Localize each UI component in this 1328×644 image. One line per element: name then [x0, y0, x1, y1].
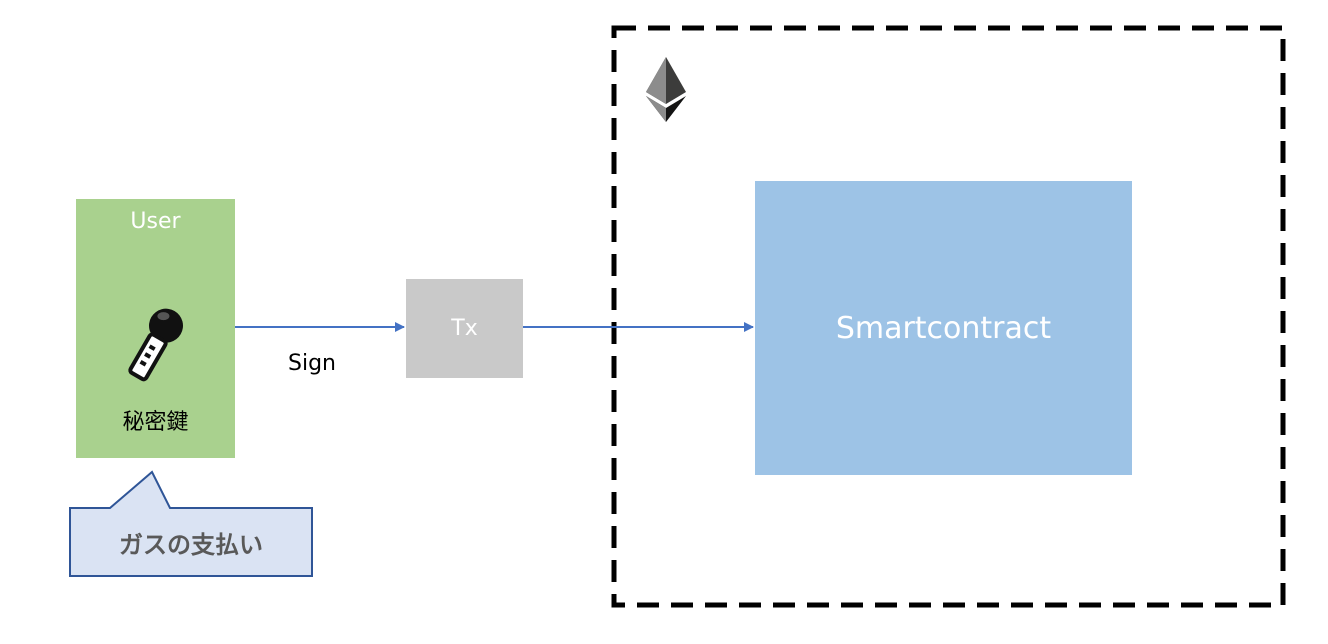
sign-label: Sign: [288, 351, 336, 376]
ethereum-icon: [646, 57, 686, 122]
key-icon: [128, 308, 183, 382]
smartcontract-box: Smartcontract: [755, 181, 1132, 475]
user-box: User 秘密鍵: [76, 199, 235, 458]
smartcontract-label: Smartcontract: [835, 310, 1052, 346]
user-title: User: [130, 209, 181, 234]
callout-shape: [69, 470, 313, 577]
gas-payment-callout: ガスの支払い: [119, 530, 263, 559]
tx-label: Tx: [451, 316, 478, 341]
tx-box: Tx: [406, 279, 523, 378]
private-key-label: 秘密鍵: [122, 410, 189, 435]
blockchain-boundary: [611, 25, 1286, 608]
